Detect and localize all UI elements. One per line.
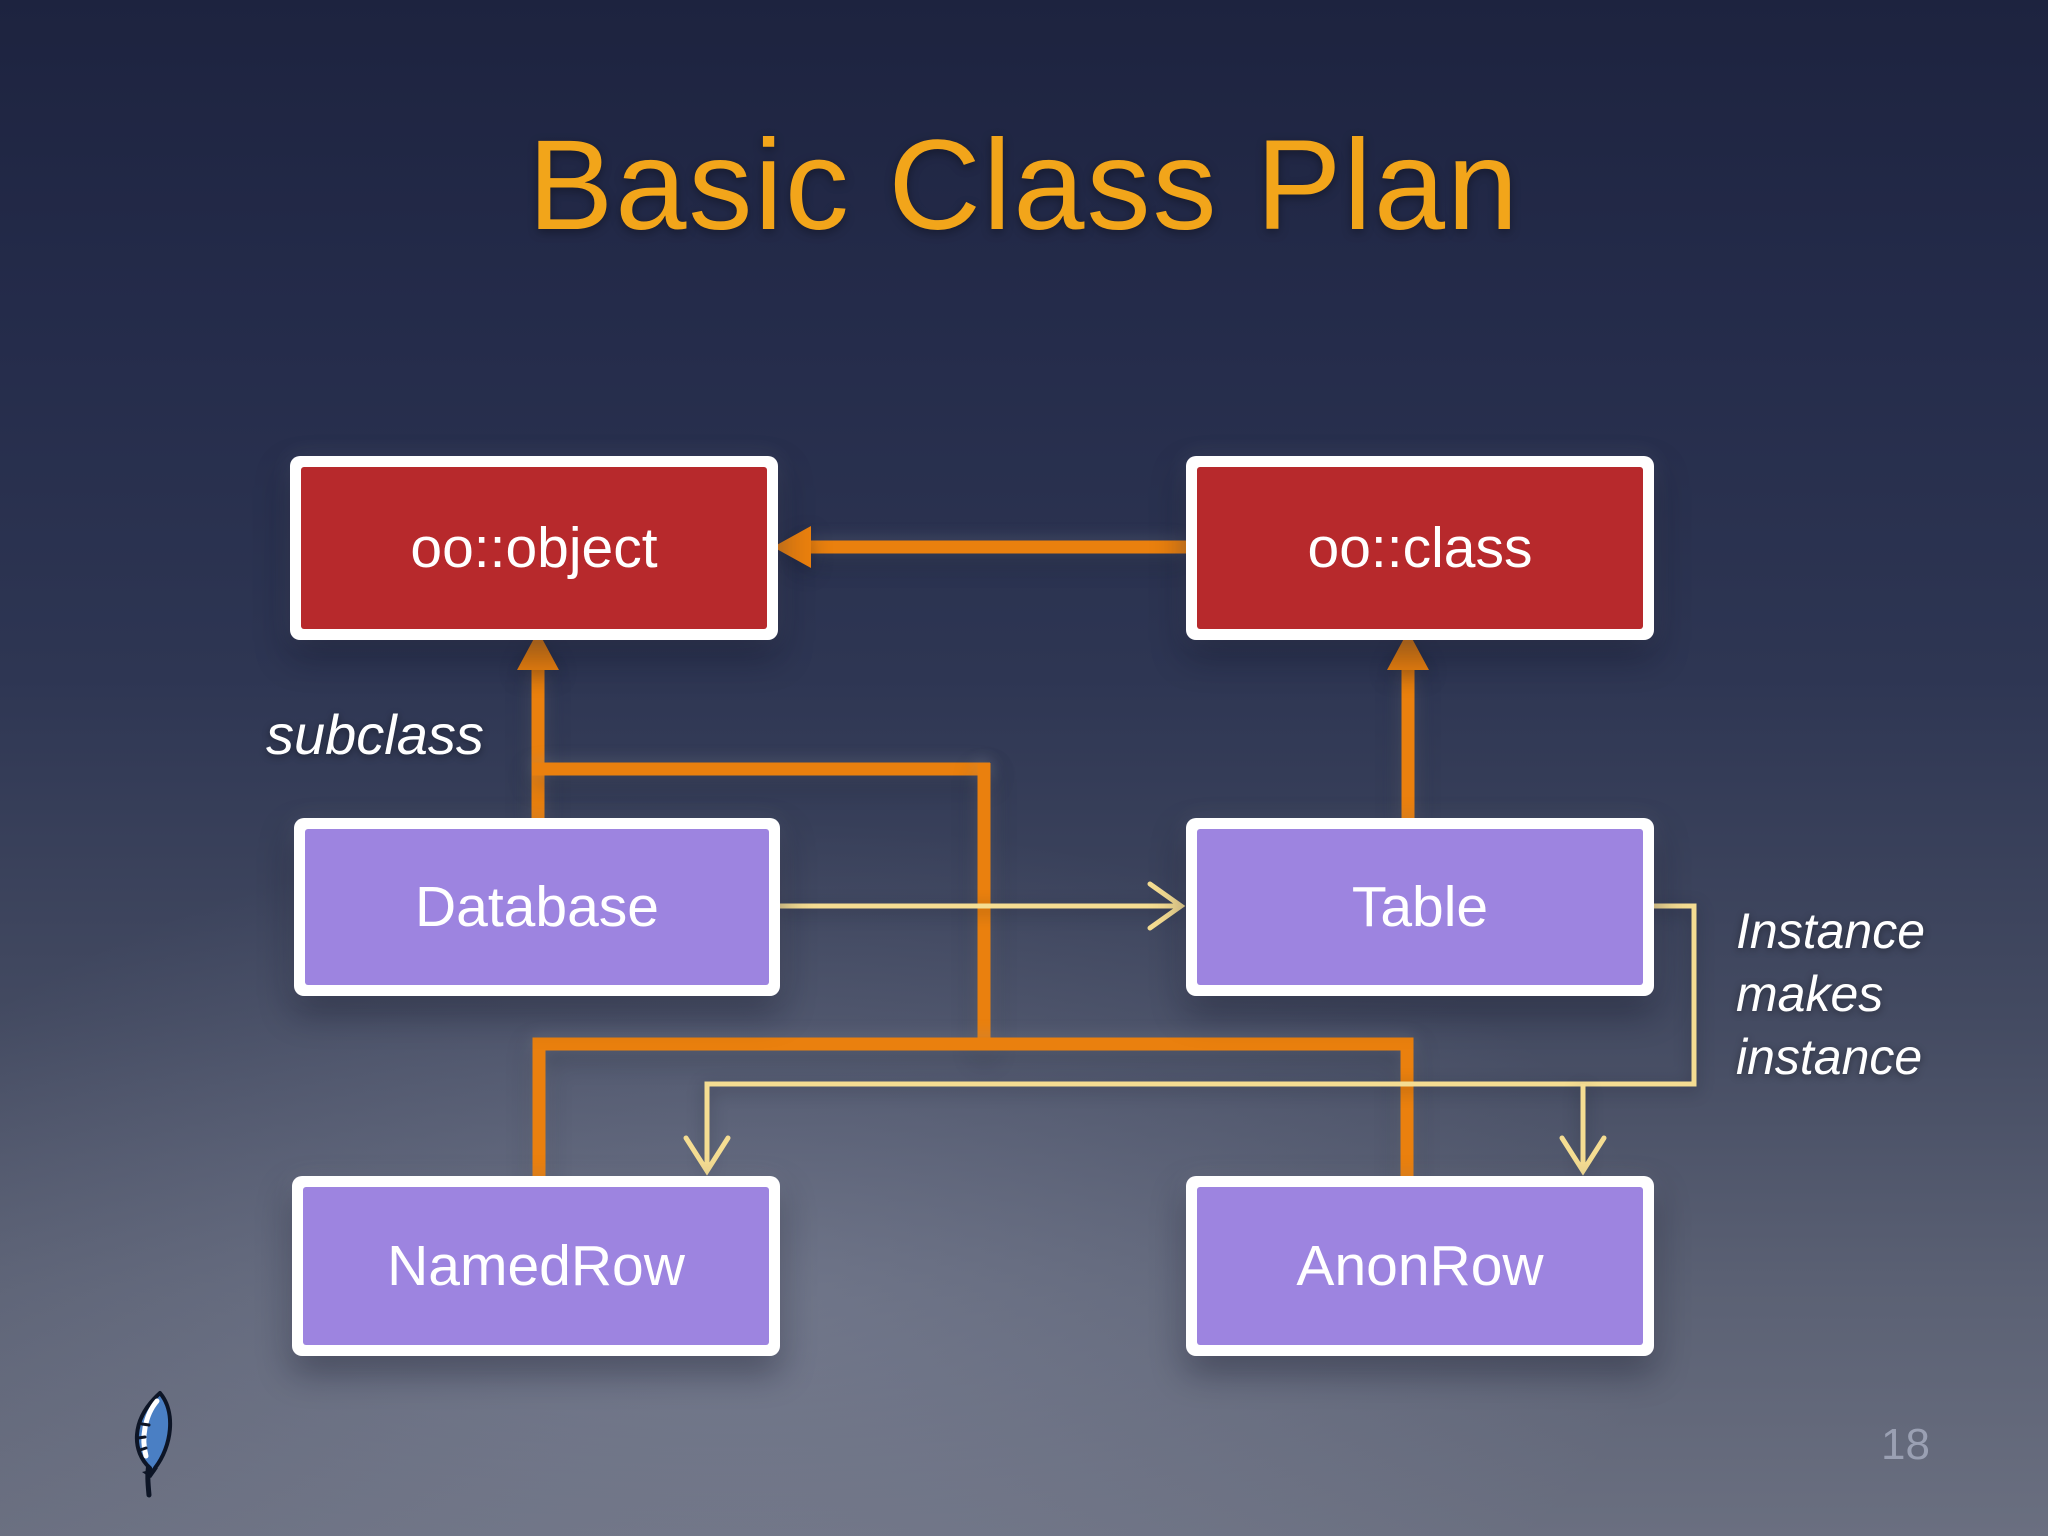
class-box-oo-class: oo::class — [1186, 456, 1654, 640]
class-label: Database — [305, 829, 769, 985]
arrowhead-left-icon — [773, 526, 811, 568]
subclass-annotation: subclass — [266, 703, 484, 766]
class-label: Table — [1197, 829, 1643, 985]
class-box-database: Database — [294, 818, 780, 996]
arrowhead-down-open-icon — [1559, 1135, 1607, 1176]
class-label: NamedRow — [303, 1187, 769, 1345]
subclass-rows-path — [532, 1037, 1414, 1186]
arrowhead-right-open-icon — [1147, 881, 1186, 931]
slide-title: Basic Class Plan — [527, 114, 1521, 257]
page-number: 18 — [1881, 1420, 1930, 1469]
class-box-table: Table — [1186, 818, 1654, 996]
class-label: oo::object — [301, 467, 767, 629]
arrowhead-down-open-icon — [683, 1135, 731, 1176]
class-box-anonrow: AnonRow — [1186, 1176, 1654, 1356]
class-label: oo::class — [1197, 467, 1643, 629]
class-box-oo-object: oo::object — [290, 456, 778, 640]
tcl-feather-icon — [135, 1391, 173, 1498]
class-box-namedrow: NamedRow — [292, 1176, 780, 1356]
instance-annotation: Instance makes instance — [1736, 903, 1926, 1085]
class-label: AnonRow — [1197, 1187, 1643, 1345]
